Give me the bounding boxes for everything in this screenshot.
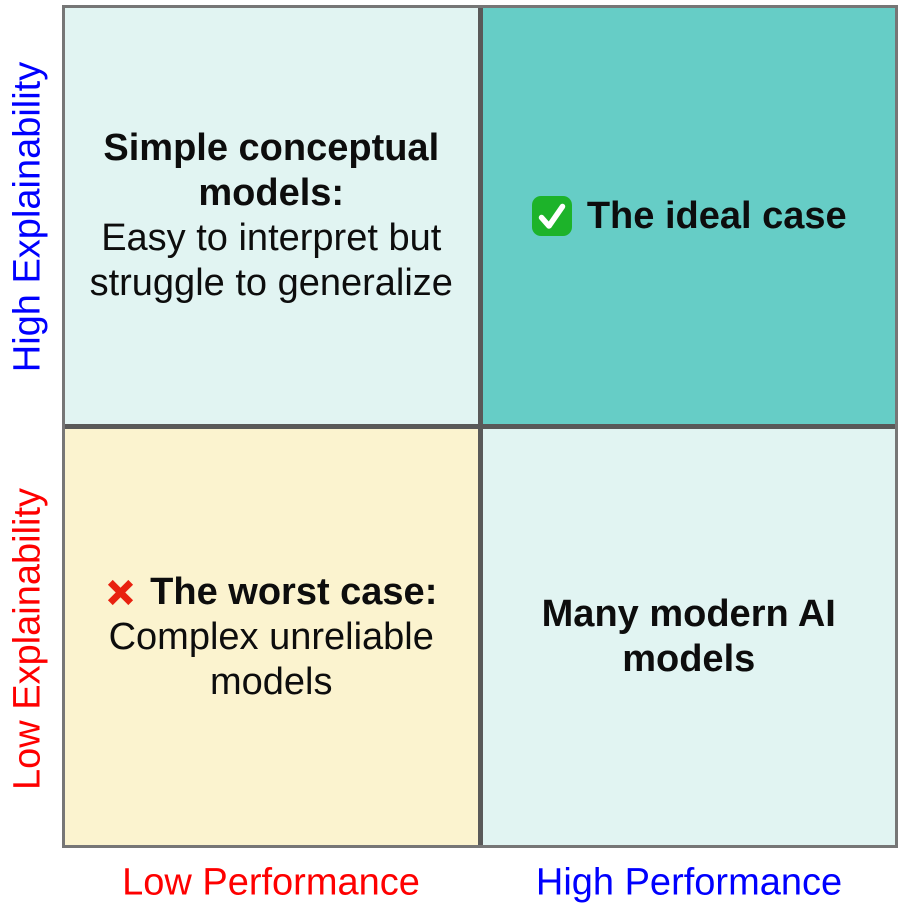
quadrant-top-left: Simple conceptual models: Easy to interp…: [65, 8, 478, 424]
quadrant-top-left-text: Simple conceptual models: Easy to interp…: [69, 126, 473, 306]
quadrant-top-left-body: Easy to interpret but struggle to genera…: [89, 217, 453, 304]
cross-mark-icon: [108, 579, 134, 605]
quadrant-grid: Simple conceptual models: Easy to interp…: [62, 5, 898, 848]
x-axis-label-low-performance: Low Performance: [122, 861, 420, 904]
quadrant-bottom-left-text: The worst case: Complex unreliable model…: [69, 570, 473, 705]
y-axis-label-high-explainability: High Explainability: [6, 61, 49, 373]
check-mark-button-icon: [531, 196, 572, 236]
quadrant-bottom-left-title-line: The worst case:: [69, 570, 473, 615]
quadrant-bottom-left-title: The worst case:: [150, 570, 438, 613]
x-axis-label-high-performance: High Performance: [535, 861, 843, 904]
quadrant-bottom-right: Many modern AI models: [482, 429, 895, 845]
quadrant-top-right-text: The ideal case: [487, 194, 891, 239]
y-axis-label-low-explainability: Low Explainability: [6, 487, 49, 791]
quadrant-top-right: The ideal case: [482, 8, 895, 424]
quadrant-bottom-left-body: Complex unreliable models: [108, 615, 434, 703]
quadrant-bottom-right-title: Many modern AI models: [541, 593, 836, 680]
quadrant-top-left-title: Simple conceptual models:: [103, 127, 440, 214]
quadrant-bottom-left: The worst case: Complex unreliable model…: [65, 429, 478, 845]
quadrant-bottom-right-text: Many modern AI models: [487, 592, 891, 682]
quadrant-top-right-title: The ideal case: [586, 194, 847, 237]
